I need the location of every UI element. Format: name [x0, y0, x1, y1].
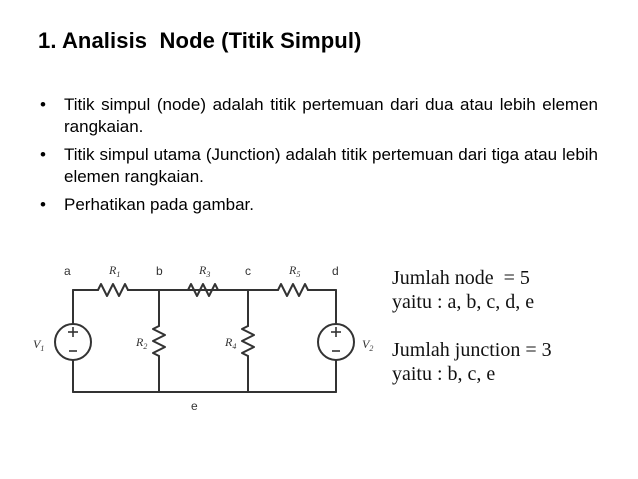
slide-title: 1. Analisis Node (Titik Simpul) — [38, 28, 362, 53]
node-label-e: e — [191, 399, 198, 413]
bullet-text: Perhatikan pada gambar. — [64, 195, 254, 214]
node-list-text: yaitu : a, b, c, d, e — [392, 291, 535, 313]
bullet-item: • Perhatikan pada gambar. — [38, 194, 598, 216]
node-label-d: d — [332, 264, 339, 278]
node-label-a: a — [64, 264, 71, 278]
node-label-b: b — [156, 264, 163, 278]
bullet-list: • Titik simpul (node) adalah titik perte… — [38, 94, 598, 222]
junction-count-text: Jumlah junction = 3 — [392, 339, 552, 361]
voltage-source-v2 — [317, 323, 355, 361]
circuit-diagram: a b c d e R1 R3 R5 R2 R4 V1 V2 — [33, 263, 373, 413]
node-summary: Jumlah node = 5 yaitu : a, b, c, d, e Ju… — [392, 266, 552, 386]
node-label-c: c — [245, 264, 251, 278]
resistor-label-r5: R5 — [288, 263, 300, 279]
voltage-source-v1 — [54, 323, 92, 361]
circuit-wires — [72, 283, 337, 393]
resistor-label-r2: R2 — [135, 335, 147, 351]
bullet-item: • Titik simpul utama (Junction) adalah t… — [38, 144, 598, 188]
bullet-dot: • — [40, 95, 46, 114]
bullet-item: • Titik simpul (node) adalah titik perte… — [38, 94, 598, 138]
source-label-v2: V2 — [362, 337, 373, 353]
bullet-text: Titik simpul utama (Junction) adalah tit… — [64, 145, 598, 186]
resistor-label-r1: R1 — [108, 263, 120, 279]
node-count-text: Jumlah node = 5 — [392, 267, 530, 289]
bullet-text: Titik simpul (node) adalah titik pertemu… — [64, 95, 598, 136]
junction-list-text: yaitu : b, c, e — [392, 363, 496, 385]
source-label-v1: V1 — [33, 337, 44, 353]
resistor-label-r4: R4 — [224, 335, 236, 351]
resistor-label-r3: R3 — [198, 263, 210, 279]
bullet-dot: • — [40, 195, 46, 214]
bullet-dot: • — [40, 145, 46, 164]
